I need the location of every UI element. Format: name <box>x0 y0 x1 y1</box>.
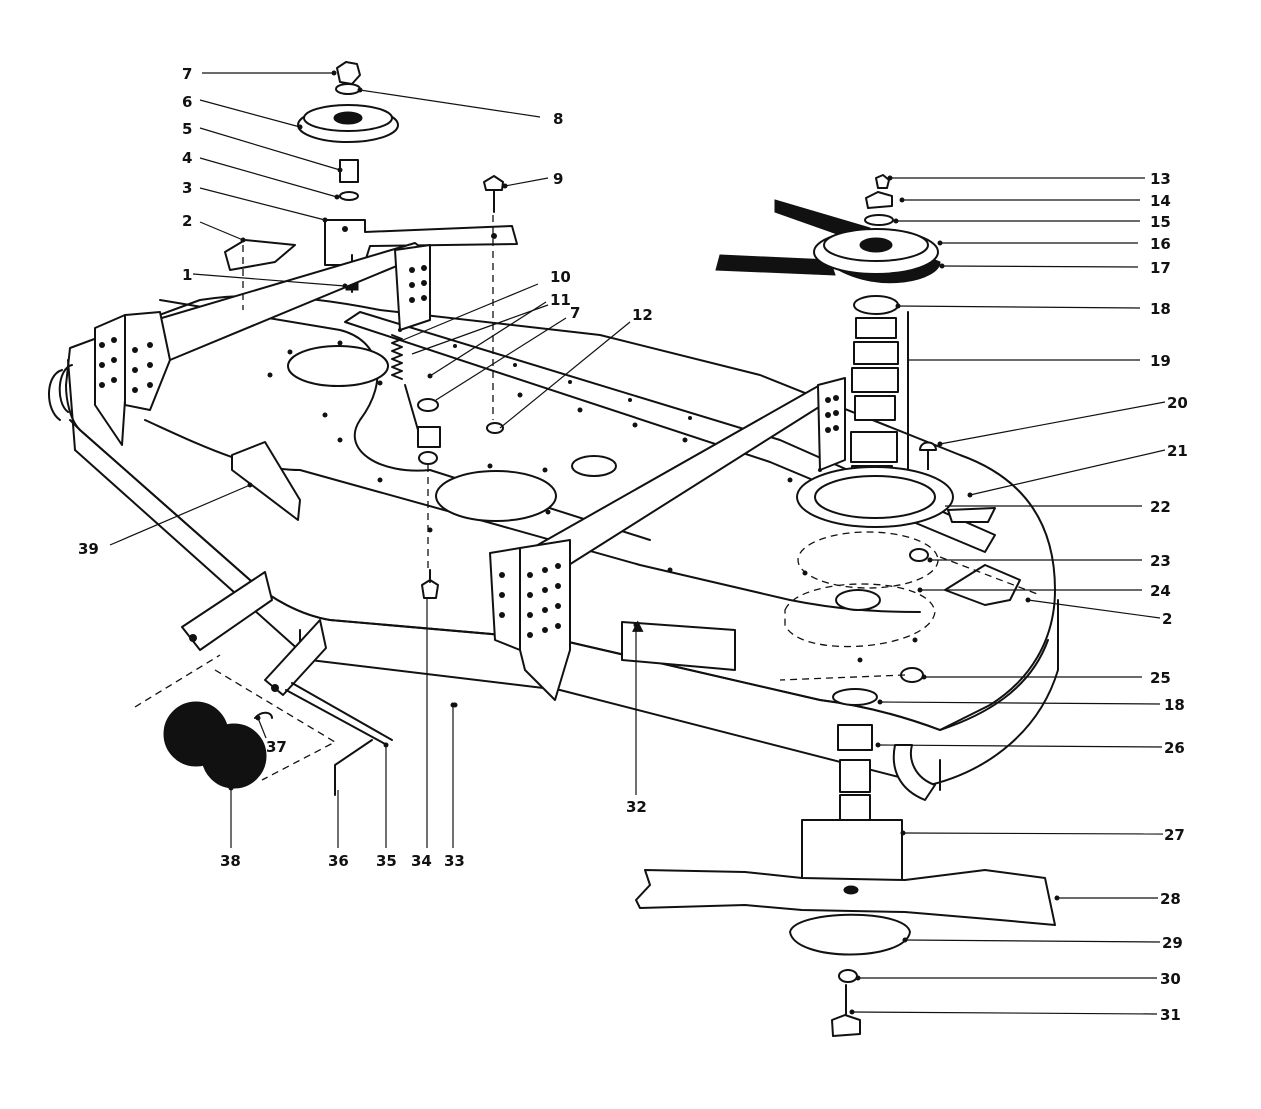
callout-3: 3 <box>182 179 192 197</box>
blade-plate-29 <box>789 913 911 956</box>
callout-9: 9 <box>553 170 563 188</box>
decal-21 <box>947 507 996 523</box>
callout-31: 31 <box>1160 1006 1181 1024</box>
callout-37: 37 <box>266 738 287 756</box>
axle-35 <box>285 682 393 746</box>
callout-18-lower: 18 <box>1164 696 1185 714</box>
nut-23 <box>909 548 929 562</box>
blade-28 <box>635 869 1056 926</box>
spindle-pulley-16 <box>813 228 939 275</box>
callout-27: 27 <box>1164 826 1185 844</box>
callout-33: 33 <box>444 852 465 870</box>
center-blade-opening <box>435 470 557 522</box>
callout-15: 15 <box>1150 213 1171 231</box>
callout-7-top: 7 <box>182 65 192 83</box>
callout-11: 11 <box>550 291 571 309</box>
spindle-shaft-27 <box>801 759 903 881</box>
callout-39: 39 <box>78 540 99 558</box>
callout-23: 23 <box>1150 552 1171 570</box>
callout-21: 21 <box>1167 442 1188 460</box>
front-cross-bar <box>489 377 846 701</box>
callout-32: 32 <box>626 798 647 816</box>
callout-14: 14 <box>1150 192 1171 210</box>
wheels-38 <box>163 701 267 789</box>
callout-13: 13 <box>1150 170 1171 188</box>
left-blade-opening <box>287 345 389 387</box>
hairpin-36 <box>334 739 373 796</box>
callout-7-mid: 7 <box>570 304 580 322</box>
callout-35: 35 <box>376 852 397 870</box>
decal-39 <box>231 441 301 521</box>
callout-34: 34 <box>411 852 432 870</box>
callout-38: 38 <box>220 852 241 870</box>
callout-19: 19 <box>1150 352 1171 370</box>
callout-30: 30 <box>1160 970 1181 988</box>
callout-10: 10 <box>550 268 571 286</box>
callout-4: 4 <box>182 149 192 167</box>
callout-12: 12 <box>632 306 653 324</box>
bearing-cup-18-lower <box>832 688 878 706</box>
bolt-31 <box>831 984 861 1037</box>
carriage-bolt-20 <box>919 441 937 470</box>
spring-10 <box>391 334 441 465</box>
callout-20: 20 <box>1167 394 1188 412</box>
nut-13-14-15 <box>864 174 894 226</box>
bolt-34 <box>421 569 439 599</box>
callout-28: 28 <box>1160 890 1181 908</box>
callout-1: 1 <box>182 266 192 284</box>
decal-32 <box>621 621 736 671</box>
callout-36: 36 <box>328 852 349 870</box>
washer-30 <box>838 969 858 983</box>
spindle-housing-22 <box>796 466 954 589</box>
callout-6: 6 <box>182 93 192 111</box>
small-opening <box>571 455 617 477</box>
callout-26: 26 <box>1164 739 1185 757</box>
spacer-26 <box>837 724 873 751</box>
callout-22: 22 <box>1150 498 1171 516</box>
leader-lines <box>109 70 1166 1015</box>
nut-11 <box>417 398 439 412</box>
nut-12 <box>486 422 504 434</box>
left-cross-bar <box>94 242 431 446</box>
callout-2-right: 2 <box>1162 610 1172 628</box>
decal-2-upper <box>224 239 296 271</box>
callout-25: 25 <box>1150 669 1171 687</box>
callout-labels: 7 6 8 5 4 3 9 2 1 10 11 7 12 13 14 15 16… <box>78 65 1188 1024</box>
callout-8: 8 <box>553 110 563 128</box>
callout-24: 24 <box>1150 582 1171 600</box>
callout-16: 16 <box>1150 235 1171 253</box>
callout-29: 29 <box>1162 934 1183 952</box>
callout-18-top: 18 <box>1150 300 1171 318</box>
blade-housing-24 <box>784 583 936 648</box>
assembly-guide-lines <box>134 215 1041 781</box>
callout-2-top: 2 <box>182 212 192 230</box>
idler-pulley-stack <box>297 61 399 201</box>
front-arms <box>181 571 327 696</box>
bolt-9 <box>483 175 504 213</box>
callout-5: 5 <box>182 120 192 138</box>
callout-17: 17 <box>1150 259 1171 277</box>
